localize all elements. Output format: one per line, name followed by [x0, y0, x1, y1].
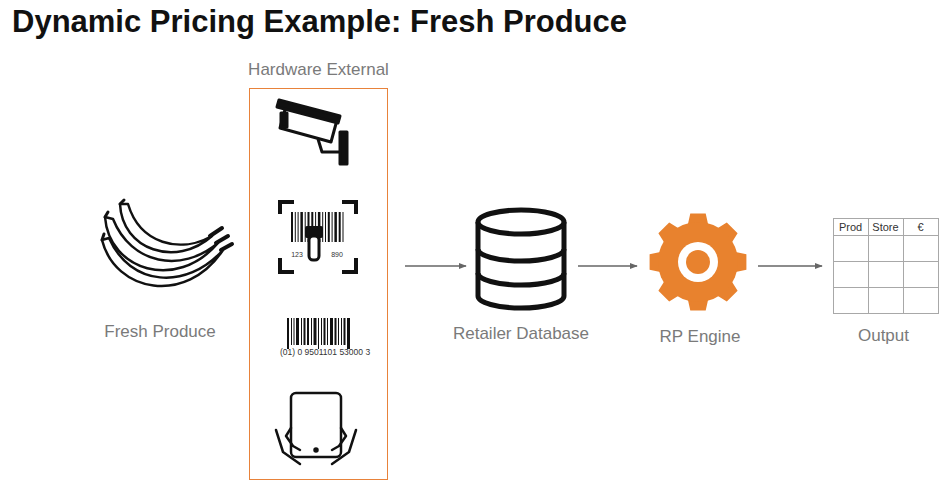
barcode-bar: [301, 318, 302, 345]
camera-icon: [277, 100, 347, 164]
barcode-bar: [304, 318, 306, 345]
flow-arrow: [758, 265, 822, 267]
diagram-title: Dynamic Pricing Example: Fresh Produce: [12, 4, 627, 40]
barcode-bar: [294, 318, 295, 345]
scanner-bar: [328, 212, 330, 242]
gear-icon: [650, 214, 747, 311]
barcode-bar: [314, 318, 317, 345]
node-label: Retailer Database: [426, 323, 616, 345]
tablet-icon: [276, 393, 356, 464]
scanner-bar: [332, 212, 333, 242]
gear-teeth: [650, 214, 747, 311]
banana-illustration: [102, 200, 232, 286]
scanner-bar: [291, 212, 293, 242]
gear-hole: [678, 242, 718, 282]
barcode-bar: [318, 318, 319, 349]
engine-node: RP Engine: [640, 205, 760, 350]
produce-node: Fresh Produce: [95, 195, 225, 345]
barcode-bar: [321, 318, 322, 345]
barcode-bar: [344, 318, 346, 345]
scanner-bar: [298, 212, 299, 242]
table-header-cell: Store: [868, 220, 903, 234]
barcode-bar: [287, 318, 289, 349]
flow-arrow: [405, 265, 466, 267]
barcode-bar: [347, 318, 350, 349]
flow-arrow: [578, 265, 637, 267]
scanner-bar: [295, 212, 296, 242]
table-header-cell: €: [903, 220, 938, 234]
barcode-bar: [338, 318, 339, 345]
scanner-bar: [339, 212, 341, 242]
barcode-graphic: [287, 318, 350, 349]
gear-hub: [686, 250, 710, 274]
scanner-bar: [300, 212, 303, 242]
table-header-cell: Prod: [833, 220, 868, 234]
node-label: Output: [786, 325, 944, 347]
gear-body: [658, 222, 738, 302]
barcode-bar: [327, 318, 328, 345]
barcode-scanner-icon: [280, 202, 356, 272]
barcode-bar: [341, 318, 342, 345]
node-label: RP Engine: [600, 326, 800, 348]
barcode-bar: [324, 318, 326, 345]
scanner-bar: [343, 212, 344, 242]
barcode-bar: [311, 318, 312, 345]
hardware-group-box: Hardware External: [249, 88, 388, 480]
scanner-bar: [325, 212, 326, 242]
database-icon: [478, 210, 564, 308]
barcode-digits: 123: [286, 250, 308, 260]
scanner-bar: [334, 212, 337, 242]
output-table-grid: [834, 219, 939, 314]
barcode-bar: [296, 318, 299, 345]
barcode-bar: [335, 318, 337, 345]
database-node: Retailer Database: [466, 205, 576, 345]
node-label: Hardware External: [210, 59, 427, 81]
barcode-bar: [307, 318, 309, 345]
barcode-number: (01) 0 9501101 53000 3: [280, 347, 360, 359]
barcode-digits: 890: [326, 250, 348, 260]
node-label: Fresh Produce: [55, 321, 265, 343]
barcode-bar: [291, 318, 292, 345]
barcode-bar: [330, 318, 333, 345]
